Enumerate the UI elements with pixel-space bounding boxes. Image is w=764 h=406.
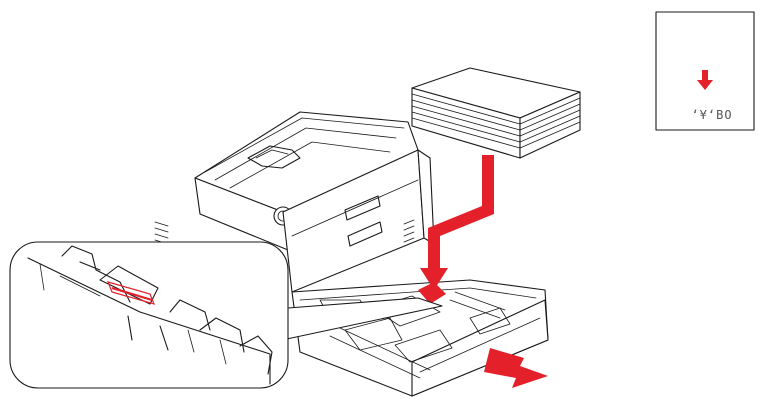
push-arrow-icon bbox=[484, 348, 548, 388]
arrow-down-icon bbox=[697, 70, 713, 90]
printer-body bbox=[154, 111, 435, 293]
paper-stack bbox=[411, 67, 581, 159]
paper-tray bbox=[291, 279, 549, 397]
insertion-path-arrow-icon bbox=[420, 155, 494, 290]
orientation-inset bbox=[655, 11, 755, 131]
orientation-label: ‘¥‘BO bbox=[691, 108, 733, 122]
detail-callout bbox=[9, 241, 443, 389]
